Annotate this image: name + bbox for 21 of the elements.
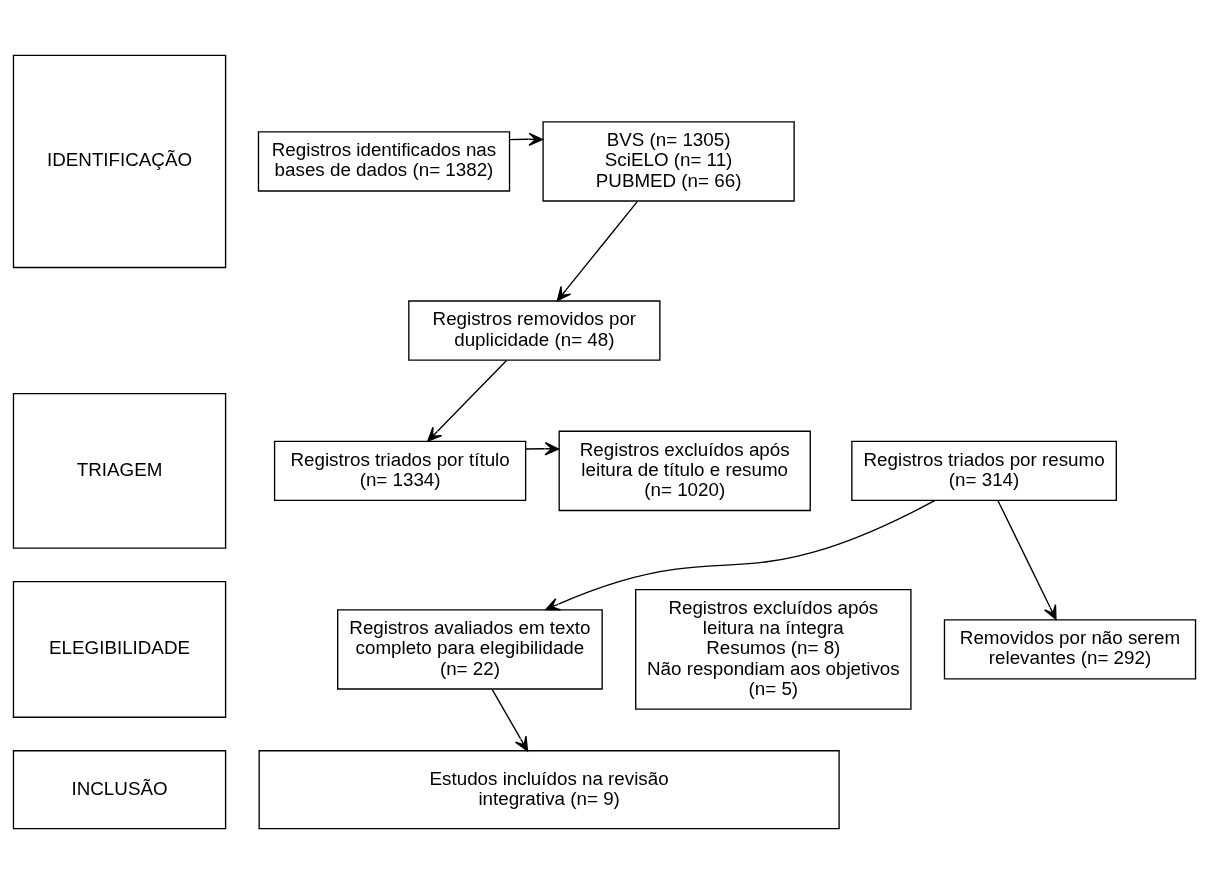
node-box: BVS (n= 1305) SciELO (n= 11) PUBMED (n= 66) (542, 120, 795, 202)
node-box: ELEGIBILIDADE (12, 580, 227, 718)
node-box: Registros removidos por duplicidade (n= 48) (408, 299, 661, 361)
node-box: Registros excluídos após leitura de título e resumo (n= 1020) (558, 430, 811, 511)
node-box: Registros triados por título (n= 1334) (273, 440, 527, 501)
node-box: IDENTIFICAÇÃO (12, 54, 227, 268)
arrow (545, 499, 936, 610)
node-box: Estudos incluídos na revisão integrativa (n= 9) (258, 749, 840, 829)
arrow (427, 359, 508, 442)
node-box: Removidos por não serem relevantes (n= 292) (943, 618, 1197, 680)
node-box: Registros excluídos após leitura na íntegra Resumos (n= 8) Não respondiam aos objetivos (n= 5) (635, 588, 912, 710)
arrow (556, 200, 639, 301)
node-box: Registros avaliados em texto completo para elegibilidade (n= 22) (337, 608, 603, 690)
node-box: INCLUSÃO (12, 749, 227, 829)
node-box: TRIAGEM (12, 392, 227, 549)
node-box: Registros triados por resumo (n= 314) (851, 440, 1117, 501)
node-box: Registros identificados nas bases de dados (n= 1382) (257, 130, 511, 192)
arrow (997, 499, 1057, 620)
arrow (491, 687, 529, 751)
arrow (508, 132, 544, 146)
arrow (525, 441, 560, 455)
